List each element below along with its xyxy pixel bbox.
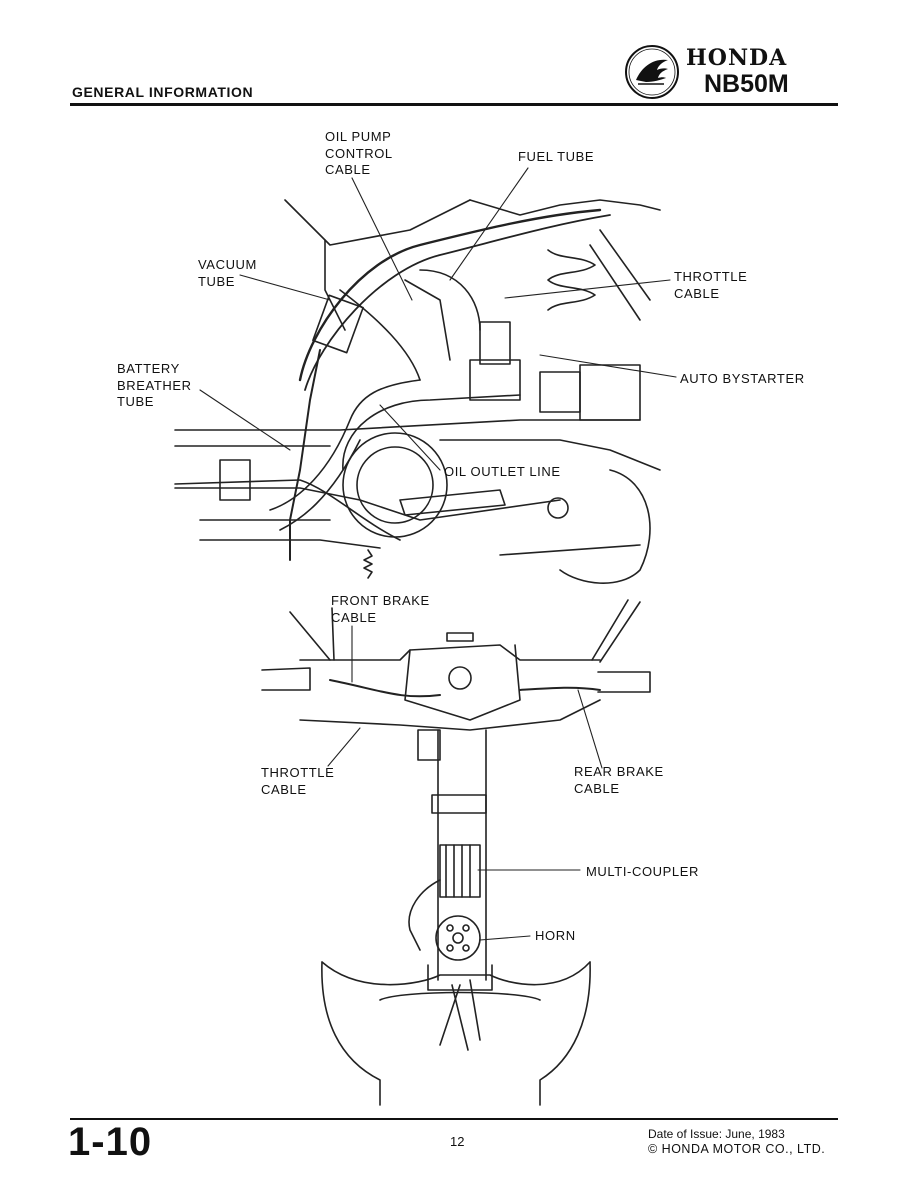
label-throttle-cable-upper: THROTTLE CABLE xyxy=(674,269,748,301)
copyright: © HONDA MOTOR CO., LTD. xyxy=(648,1142,826,1156)
label-oil-pump-control-cable: OIL PUMP CONTROL CABLE xyxy=(325,129,393,177)
upper-leader-lines xyxy=(199,167,677,471)
brand-name: HONDA xyxy=(686,45,788,71)
section-title: GENERAL INFORMATION xyxy=(72,84,254,100)
honda-wing-icon xyxy=(624,44,680,100)
label-battery-breather-tube: BATTERY BREATHER TUBE xyxy=(117,361,192,409)
folio-number: 12 xyxy=(450,1134,465,1149)
issue-date: Date of Issue: June, 1983 xyxy=(648,1127,785,1141)
label-front-brake-cable: FRONT BRAKE CABLE xyxy=(331,593,430,625)
label-horn: HORN xyxy=(535,928,576,943)
lower-leader-lines xyxy=(327,625,603,941)
label-auto-bystarter: AUTO BYSTARTER xyxy=(680,371,805,386)
label-throttle-cable-lower: THROTTLE CABLE xyxy=(261,765,335,797)
header-rule xyxy=(70,103,838,106)
handlebar-illustration xyxy=(261,599,651,1106)
label-fuel-tube: FUEL TUBE xyxy=(518,149,595,164)
label-oil-outlet-line: OIL OUTLET LINE xyxy=(444,464,561,479)
label-vacuum-tube: VACUUM TUBE xyxy=(198,257,257,289)
model-name: NB50M xyxy=(704,70,789,98)
footer-rule xyxy=(70,1118,838,1120)
engine-illustration xyxy=(174,199,661,584)
label-multi-coupler: MULTI-COUPLER xyxy=(586,864,700,879)
label-rear-brake-cable: REAR BRAKE CABLE xyxy=(574,764,664,796)
page-number: 1-10 xyxy=(68,1120,153,1164)
